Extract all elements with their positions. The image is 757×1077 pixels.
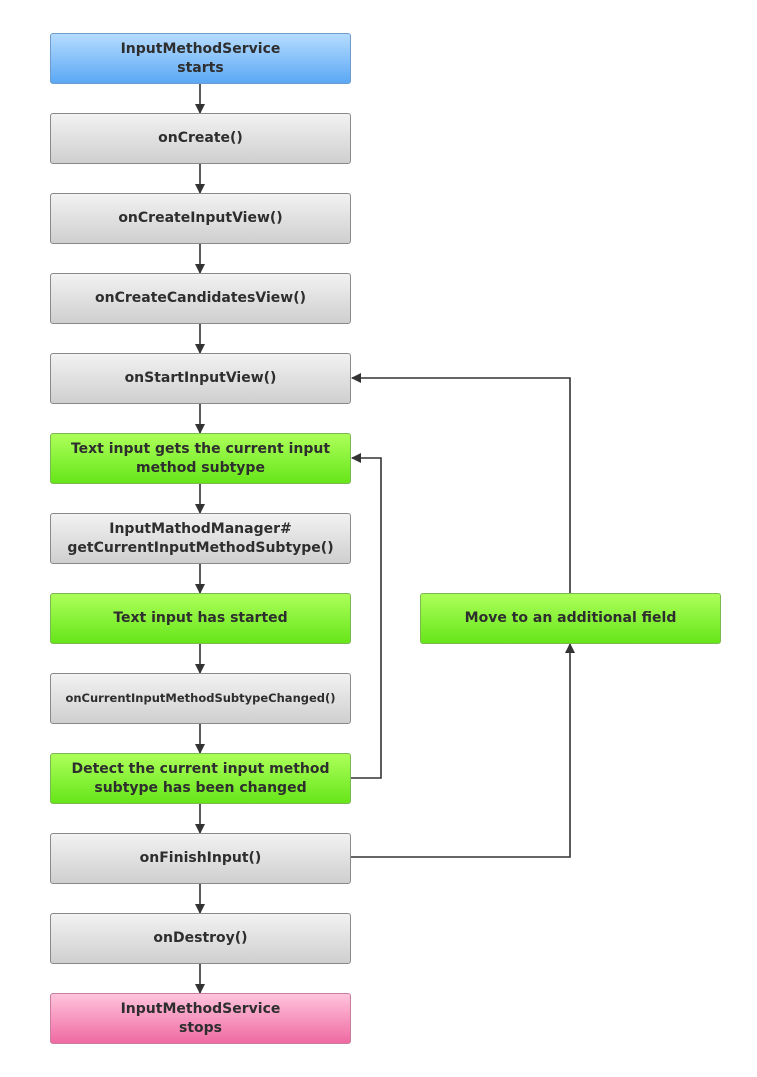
node-get-current-subtype: InputMathodManager# getCurrentInputMetho… <box>50 513 351 564</box>
node-oncreate: onCreate() <box>50 113 351 164</box>
arrow-move-field-to-startinputview <box>351 373 571 593</box>
node-oncreatecandidatesview: onCreateCandidatesView() <box>50 273 351 324</box>
arrow-detect-loop-to-getsubtype <box>351 453 382 779</box>
arrow-finish-to-move-field <box>351 643 575 858</box>
node-detect-subtype-changed: Detect the current input method subtype … <box>50 753 351 804</box>
node-onfinishinput: onFinishInput() <box>50 833 351 884</box>
node-onstartinputview: onStartInputView() <box>50 353 351 404</box>
node-service-starts: InputMethodService starts <box>50 33 351 84</box>
node-on-subtype-changed: onCurrentInputMethodSubtypeChanged() <box>50 673 351 724</box>
node-service-stops: InputMethodService stops <box>50 993 351 1044</box>
node-move-to-additional-field: Move to an additional field <box>420 593 721 644</box>
node-text-input-started: Text input has started <box>50 593 351 644</box>
node-text-input-gets-subtype: Text input gets the current input method… <box>50 433 351 484</box>
node-ondestroy: onDestroy() <box>50 913 351 964</box>
node-oncreateinputview: onCreateInputView() <box>50 193 351 244</box>
